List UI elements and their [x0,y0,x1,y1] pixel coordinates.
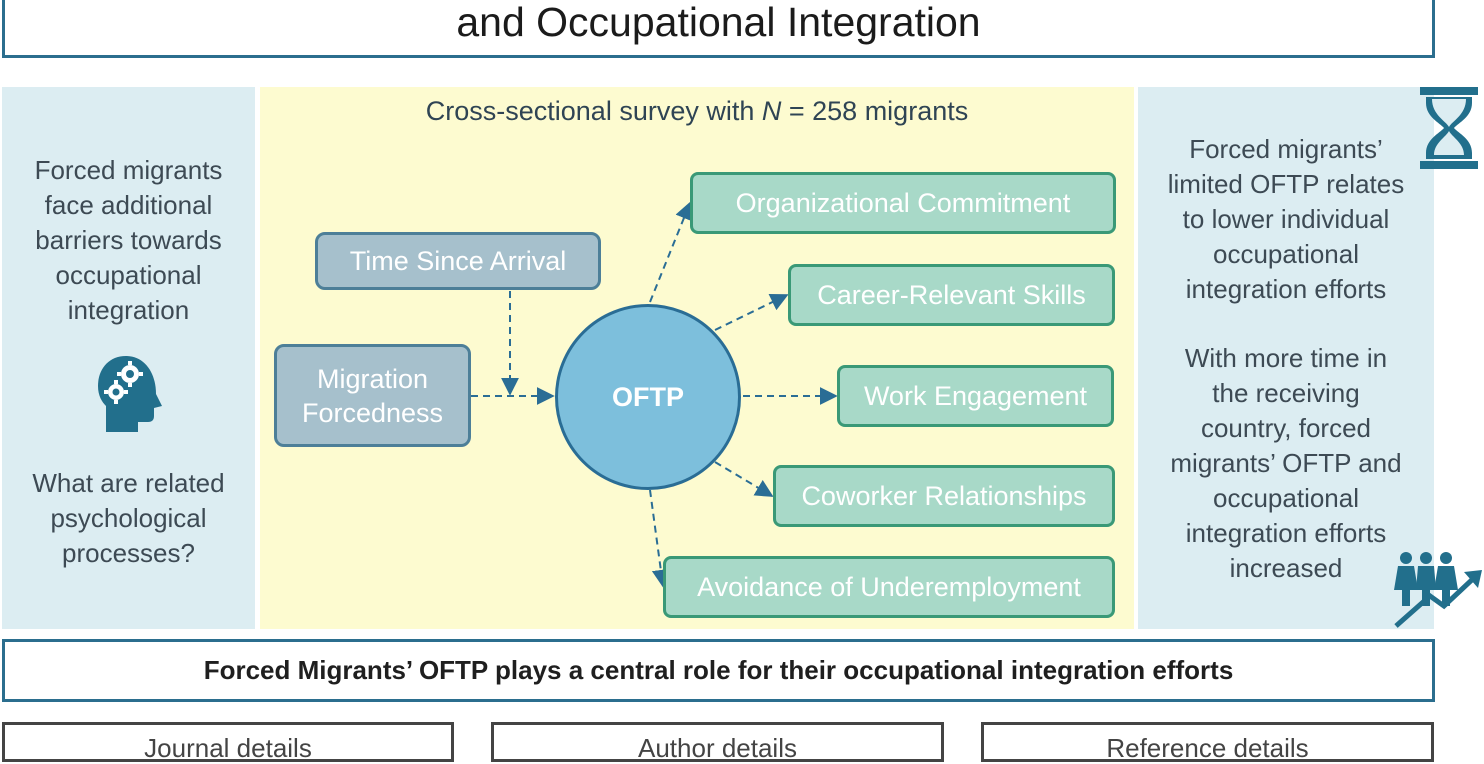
outcome-career-relevant-skills: Career-Relevant Skills [788,264,1115,326]
problem-line: Forced migrants [34,155,223,185]
author-details-box: Author details [491,722,944,763]
problem-line: barriers towards [35,225,222,255]
sample-size-symbol: N [761,96,782,126]
people-growth-icon [1394,552,1482,628]
question-line: What are related [32,468,225,498]
finding-line: With more time in [1184,343,1388,373]
outcome-coworker-relationships: Coworker Relationships [773,465,1115,527]
finding-limited-oftp: Forced migrants’ limited OFTP relates to… [1138,132,1434,307]
page-title: and Occupational Integration [456,0,981,45]
finding-line: integration efforts [1185,274,1387,304]
question-line: processes? [62,538,195,568]
outcome-work-engagement: Work Engagement [837,365,1114,427]
question-line: psychological [50,503,207,533]
finding-line: limited OFTP relates [1167,169,1405,199]
problem-line: integration [67,295,190,325]
arrow-to-avoidance-underemployment [649,489,670,588]
finding-line: Forced migrants’ [1189,134,1383,164]
hourglass-icon [1420,87,1478,169]
finding-line: occupational [1213,239,1359,269]
predictor-line: Forcedness [301,397,444,428]
arrow-to-organizational-commitment [649,201,693,303]
problem-line: occupational [55,260,202,290]
finding-line: increased [1229,553,1343,583]
right-panel [1138,87,1434,629]
journal-details-box: Journal details [2,722,454,763]
finding-line: occupational [1213,483,1359,513]
mediator-circle: OFTP [555,304,741,490]
moderator-box: Time Since Arrival [315,232,601,290]
arrows-layer [471,201,838,588]
finding-line: the receiving [1212,378,1360,408]
reference-details-box: Reference details [981,722,1434,763]
conclusion-box: Forced Migrants’ OFTP plays a central ro… [2,639,1435,702]
finding-line: country, forced [1200,413,1372,443]
predictor-line: Migration [316,363,429,394]
finding-line: migrants’ OFTP and [1170,448,1402,478]
title-box: and Occupational Integration [2,0,1435,58]
research-question: What are related psychological processes… [2,466,255,571]
arrow-to-career-skills [714,293,789,331]
predictor-box: Migration Forcedness [274,344,471,447]
conclusion-text: Forced Migrants’ OFTP plays a central ro… [203,655,1234,685]
problem-statement: Forced migrants face additional barriers… [2,153,255,328]
survey-suffix: = 258 migrants [781,96,969,126]
head-with-gears-icon [98,356,162,432]
problem-line: face additional [44,190,213,220]
finding-line: to lower individual [1182,204,1390,234]
survey-prefix: Cross-sectional survey with [425,96,762,126]
survey-caption: Cross-sectional survey with N = 258 migr… [260,96,1134,127]
finding-time-increase: With more time in the receiving country,… [1138,341,1434,586]
arrow-to-coworker-relationships [714,461,774,497]
outcome-organizational-commitment: Organizational Commitment [690,172,1116,234]
finding-line: integration efforts [1185,518,1387,548]
outcome-avoidance-of-underemployment: Avoidance of Underemployment [663,556,1115,618]
